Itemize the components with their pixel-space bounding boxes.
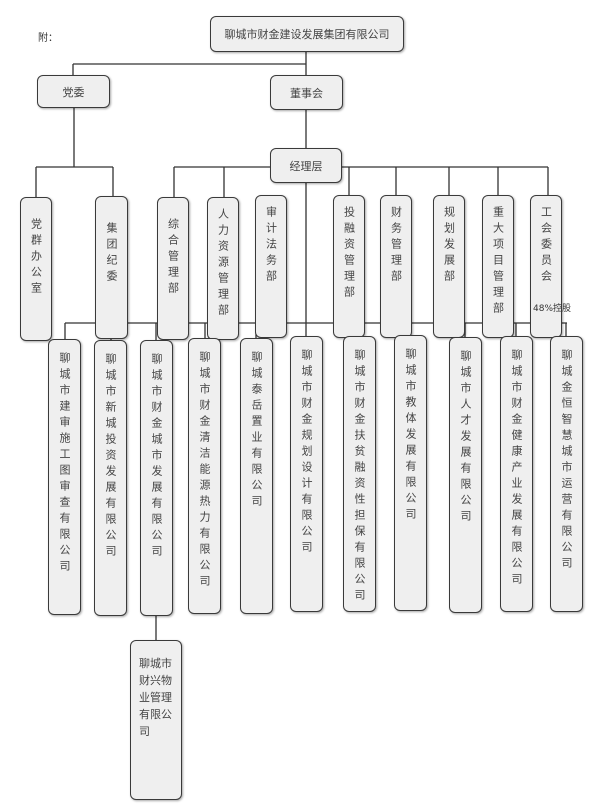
department-box-label: 人力资源管理部 [216,208,230,320]
management-box: 经理层 [270,148,342,183]
department-box-label: 投融资管理部 [342,206,356,302]
annex-label: 附： [38,33,58,44]
department-box: 综合管理部 [157,197,189,340]
department-box: 规划发展部 [433,195,465,338]
company-box: 聊城市财金城市发展有限公司 [140,340,173,616]
department-box: 财务管理部 [380,195,412,338]
subsidiary-company-box: 聊城市财兴物业管理有限公司 [130,640,182,800]
department-box-label: 综合管理部 [166,218,180,298]
company-box: 聊城市财金清洁能源热力有限公司 [188,338,221,614]
party-department-box-label: 党群办公室 [29,218,43,298]
department-box-label: 审计法务部 [264,206,278,286]
company-box-label: 聊城市新城投资发展有限公司 [104,353,117,561]
department-box-label: 规划发展部 [442,206,456,286]
company-box-label: 聊城泰岳置业有限公司 [250,351,263,511]
party-department-box: 党群办公室 [20,197,52,341]
company-box: 聊城市财金规划设计有限公司 [290,336,323,612]
company-box: 聊城市人才发展有限公司 [449,337,482,613]
company-box-label: 聊城市财金城市发展有限公司 [150,353,163,561]
department-box: 人力资源管理部 [207,197,239,340]
party-department-box: 集团纪委 [95,196,128,339]
party-department-box-label: 集团纪委 [105,222,118,286]
company-box: 聊城市财金扶贫融资性担保有限公司 [343,336,376,612]
company-box-label: 聊城市财金健康产业发展有限公司 [510,349,523,589]
company-box: 聊城市财金健康产业发展有限公司 [500,336,533,612]
department-box: 审计法务部 [255,195,287,338]
company-box-label: 聊城市财金规划设计有限公司 [300,349,313,557]
board-box: 董事会 [270,75,343,110]
department-box: 重大项目管理部 [482,195,514,338]
company-box: 聊城泰岳置业有限公司 [240,338,273,614]
company-box: 聊城市建审施工图审查有限公司 [48,339,81,615]
holding-note: 48%控股 [533,304,572,314]
department-box-label: 重大项目管理部 [491,206,505,318]
department-box: 投融资管理部 [333,195,365,338]
company-box-label: 聊城市建审施工图审查有限公司 [58,352,71,576]
company-box-label: 聊城市人才发展有限公司 [459,350,472,526]
company-box-label: 聊城市财金清洁能源热力有限公司 [198,351,211,591]
company-box-label: 聊城市财金扶贫融资性担保有限公司 [353,349,366,605]
department-box: 工会委员会 [530,195,562,338]
department-box-label: 财务管理部 [389,206,403,286]
company-box: 聊城金恒智慧城市运营有限公司 [550,336,583,612]
company-box: 聊城市新城投资发展有限公司 [94,340,127,616]
party-committee-box: 党委 [37,75,110,108]
company-box-label: 聊城市教体发展有限公司 [404,348,417,524]
root-company-box: 聊城市财金建设发展集团有限公司 [210,16,404,52]
company-box: 聊城市教体发展有限公司 [394,335,427,611]
company-box-label: 聊城金恒智慧城市运营有限公司 [560,349,573,573]
department-box-label: 工会委员会 [539,206,553,286]
